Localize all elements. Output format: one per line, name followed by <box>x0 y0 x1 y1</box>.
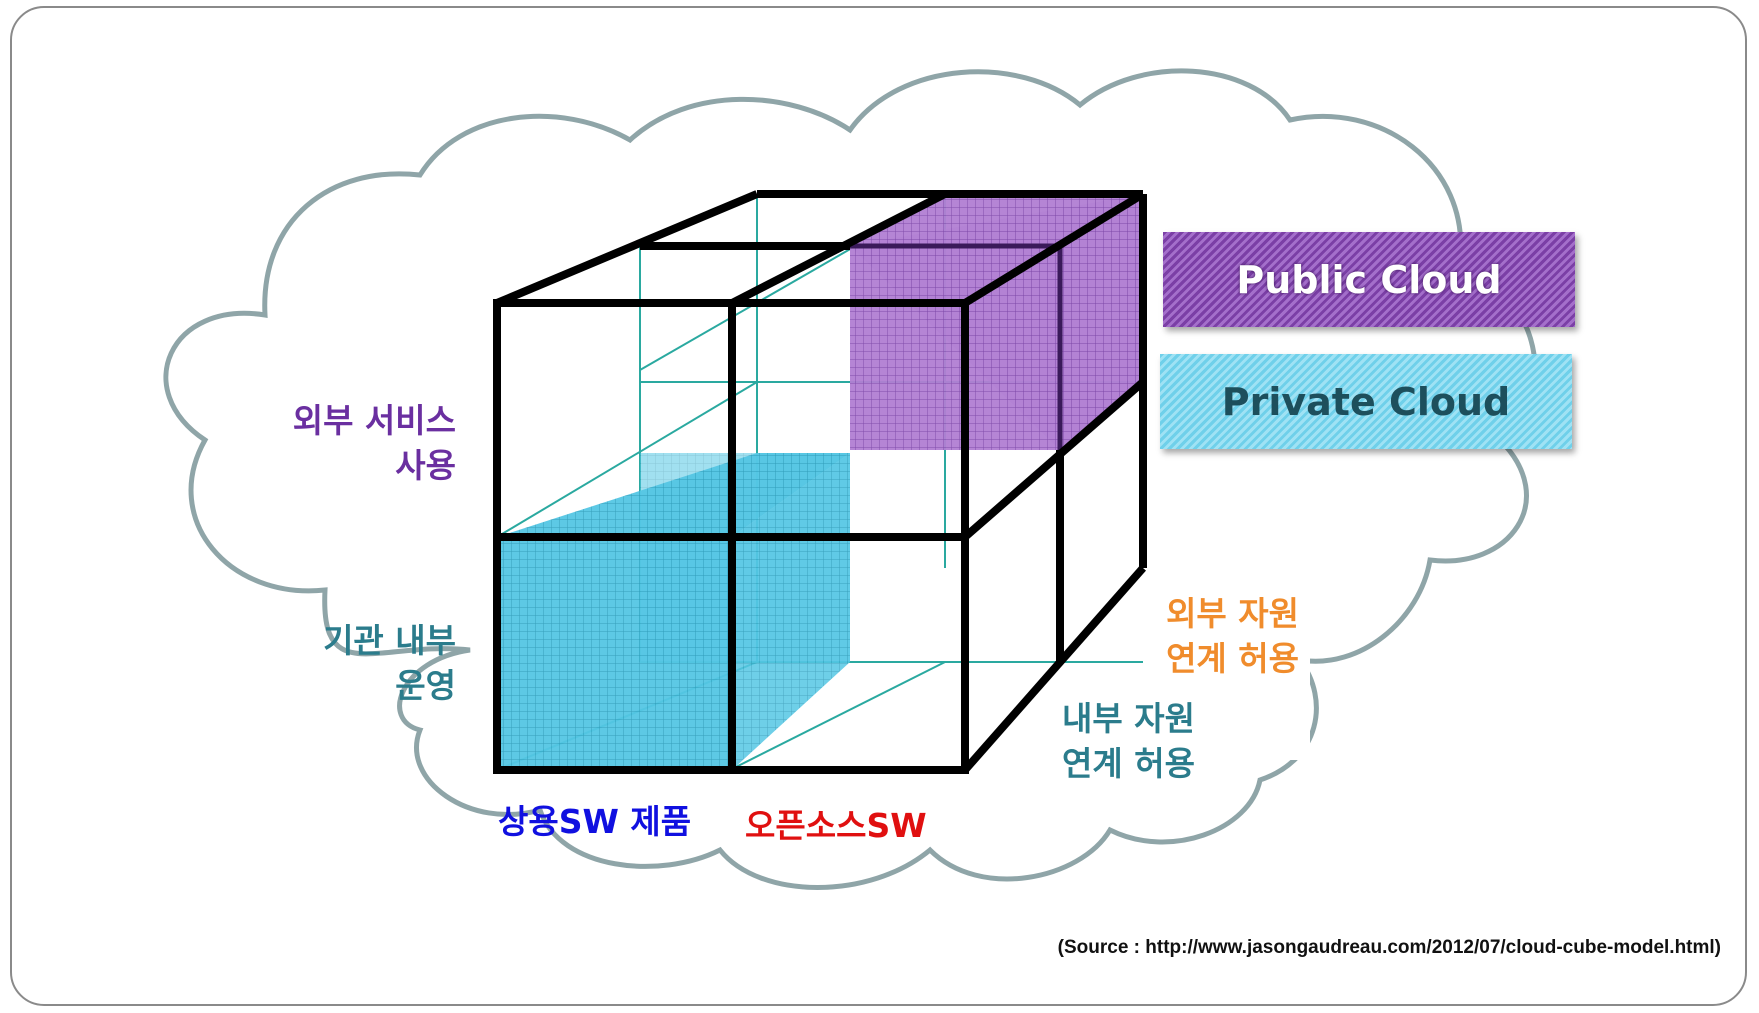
public-cloud-block <box>850 191 1145 450</box>
label-internal-resource-line1: 내부 자원 <box>1062 699 1195 738</box>
private-cloud-block <box>494 453 850 773</box>
slide-frame <box>10 6 1747 1006</box>
label-external-resource-line1: 외부 자원 <box>1166 594 1299 633</box>
label-external-resource-line2: 연계 허용 <box>1166 639 1299 678</box>
label-external-resource: 외부 자원 연계 허용 <box>1166 591 1299 681</box>
label-internal-resource: 내부 자원 연계 허용 <box>1062 696 1195 786</box>
label-internal-operation-line2: 운영 <box>395 666 456 705</box>
label-external-service: 외부 서비스 사용 <box>293 398 456 488</box>
label-external-service-line2: 사용 <box>395 446 456 485</box>
legend-private-cloud: Private Cloud <box>1160 354 1572 449</box>
label-internal-resource-line2: 연계 허용 <box>1062 744 1195 783</box>
cube-frame <box>493 190 1147 774</box>
legend-public-cloud: Public Cloud <box>1163 232 1575 327</box>
legend-private-label: Private Cloud <box>1221 379 1511 424</box>
label-internal-operation-line1: 기관 내부 <box>323 621 456 660</box>
label-open-source-sw: 오픈소스SW <box>745 806 927 845</box>
legend-public-label: Public Cloud <box>1236 257 1502 302</box>
label-commercial-sw: 상용SW 제품 <box>498 802 692 841</box>
label-internal-operation: 기관 내부 운영 <box>323 618 456 708</box>
label-external-service-line1: 외부 서비스 <box>292 401 456 440</box>
source-citation: (Source : http://www.jasongaudreau.com/2… <box>1057 937 1721 958</box>
